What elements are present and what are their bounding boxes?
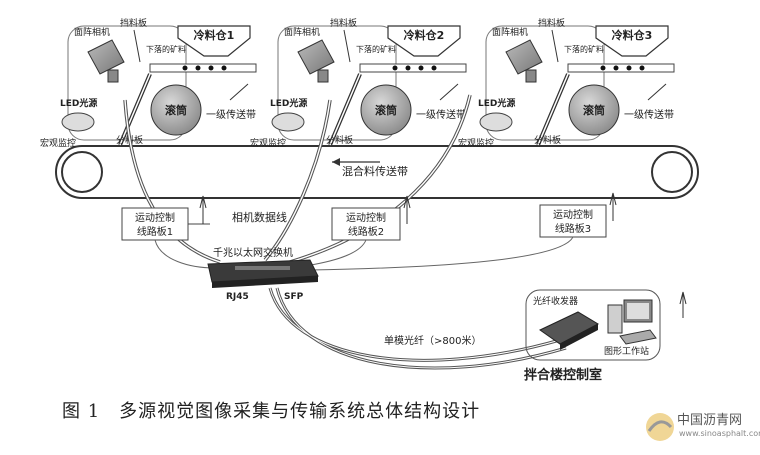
svg-text:运动控制: 运动控制 (553, 208, 593, 221)
svg-text:挡料板: 挡料板 (120, 17, 147, 29)
antenna-icon (679, 291, 687, 318)
stations: 冷料仓1滚筒一级传送带面阵相机挡料板下落的矿料分料板LED光源宏观监控冷料仓2滚… (40, 17, 675, 149)
svg-text:LED光源: LED光源 (478, 97, 515, 109)
first-level-conveyor (567, 63, 675, 73)
svg-text:RJ45: RJ45 (226, 292, 249, 302)
first-level-conveyor (359, 63, 467, 73)
watermark-logo: 中国沥青网 www.sinoasphalt.com (643, 405, 760, 451)
control-boards: 运动控制 线路板1 运动控制 线路板2 运动控制 线路板3 (121, 192, 617, 271)
drum (568, 84, 620, 136)
svg-text:运动控制: 运动控制 (346, 211, 386, 224)
mix-conveyor-label: 混合料传送带 (342, 164, 408, 178)
drum (150, 84, 202, 136)
svg-text:SFP: SFP (284, 292, 304, 302)
camera-icon (87, 39, 125, 75)
svg-text:光纤收发器: 光纤收发器 (533, 295, 578, 307)
svg-text:LED光源: LED光源 (60, 97, 97, 109)
svg-text:冷料仓1: 冷料仓1 (194, 28, 235, 42)
station-1: 冷料仓1滚筒一级传送带面阵相机挡料板下落的矿料分料板LED光源宏观监控 (40, 17, 257, 149)
svg-text:下落的矿料: 下落的矿料 (356, 44, 396, 54)
antenna-icon (199, 195, 207, 224)
svg-text:宏观监控: 宏观监控 (40, 137, 76, 149)
svg-text:下落的矿料: 下落的矿料 (146, 44, 186, 54)
svg-text:宏观监控: 宏观监控 (458, 137, 494, 149)
svg-text:一级传送带: 一级传送带 (416, 108, 466, 121)
control-board-1: 运动控制 线路板1 (121, 195, 210, 241)
svg-text:线路板3: 线路板3 (555, 222, 591, 235)
ethernet-switch: 千兆以太网交换机 RJ45 SFP (207, 246, 319, 302)
camera-icon (297, 39, 335, 75)
logo-icon (646, 413, 674, 441)
workstation-icon (607, 299, 657, 345)
led-light-icon (61, 112, 95, 132)
control-board-3: 运动控制 线路板3 (539, 192, 617, 238)
svg-text:千兆以太网交换机: 千兆以太网交换机 (213, 246, 293, 259)
svg-text:分料板: 分料板 (534, 134, 561, 146)
silo (595, 25, 669, 57)
station-frame (277, 25, 397, 141)
figure-caption: 图 1 多源视觉图像采集与传输系统总体结构设计 (62, 401, 481, 422)
svg-text:滚筒: 滚筒 (375, 103, 397, 117)
camera-cable-label: 相机数据线 (232, 210, 287, 224)
svg-text:线路板1: 线路板1 (137, 225, 173, 238)
fiber-cable (268, 287, 567, 370)
transceiver-icon (539, 311, 600, 345)
camera-icon (505, 39, 543, 75)
led-light-icon (271, 112, 305, 132)
svg-text:冷料仓2: 冷料仓2 (404, 28, 445, 42)
svg-text:冷料仓3: 冷料仓3 (612, 28, 653, 42)
svg-text:LED光源: LED光源 (270, 97, 307, 109)
svg-text:挡料板: 挡料板 (538, 17, 565, 29)
silo (177, 25, 251, 57)
svg-text:线路板2: 线路板2 (348, 225, 384, 238)
svg-text:图形工作站: 图形工作站 (604, 345, 649, 357)
svg-text:面阵相机: 面阵相机 (492, 26, 528, 38)
belt-roller-right (651, 151, 693, 193)
first-level-conveyor (149, 63, 257, 73)
svg-text:面阵相机: 面阵相机 (74, 26, 110, 38)
fiber-label: 单模光纤（>800米） (384, 334, 481, 347)
antenna-icon (609, 192, 617, 221)
svg-text:一级传送带: 一级传送带 (206, 108, 256, 121)
svg-text:宏观监控: 宏观监控 (250, 137, 286, 149)
svg-text:下落的矿料: 下落的矿料 (564, 44, 604, 54)
watermark-url: www.sinoasphalt.com (679, 429, 760, 438)
mix-conveyor-belt: 混合料传送带 (55, 145, 699, 199)
control-room-title: 拌合楼控制室 (524, 367, 602, 383)
svg-text:一级传送带: 一级传送带 (624, 108, 674, 121)
svg-text:滚筒: 滚筒 (165, 103, 187, 117)
svg-text:分料板: 分料板 (326, 134, 353, 146)
control-room: 光纤收发器 图形工作站 拌合楼控制室 (524, 289, 687, 383)
svg-text:面阵相机: 面阵相机 (284, 26, 320, 38)
belt-roller-left (61, 151, 103, 193)
station-frame (485, 25, 605, 141)
svg-text:挡料板: 挡料板 (330, 17, 357, 29)
svg-text:运动控制: 运动控制 (135, 211, 175, 224)
antenna-icon (403, 195, 411, 224)
drum (360, 84, 412, 136)
control-board-2: 运动控制 线路板2 (331, 195, 411, 241)
station-frame (67, 25, 187, 141)
svg-text:滚筒: 滚筒 (583, 103, 605, 117)
watermark-name: 中国沥青网 (677, 413, 743, 428)
silo (387, 25, 461, 57)
led-light-icon (479, 112, 513, 132)
